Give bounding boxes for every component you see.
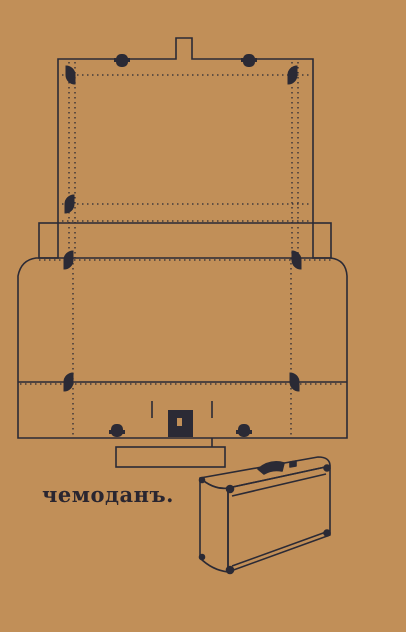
bottom-strip: [115, 446, 226, 468]
corner-piece-lid-tl: [65, 65, 76, 85]
buckle-lid-left: [114, 54, 130, 67]
buckle-body-left: [109, 424, 125, 437]
corner-piece-hinge-l: [64, 194, 75, 214]
body-outline: [17, 257, 348, 439]
buckle-lid-right: [241, 54, 257, 67]
left-side-flap: [38, 222, 59, 259]
corner-piece-body-tr: [291, 250, 302, 270]
buckle-body-right: [236, 424, 252, 437]
corner-piece-body-tl: [63, 250, 74, 270]
lock-plate: [168, 410, 193, 437]
corner-piece-lid-tr: [287, 65, 298, 85]
suitcase-caption: чемоданъ.: [42, 482, 174, 507]
right-side-flap: [312, 222, 332, 259]
lid-outline: [57, 37, 314, 224]
corner-piece-body-br: [289, 372, 300, 392]
suitcase-illustration: [198, 456, 331, 575]
corner-piece-body-bl: [63, 372, 74, 392]
